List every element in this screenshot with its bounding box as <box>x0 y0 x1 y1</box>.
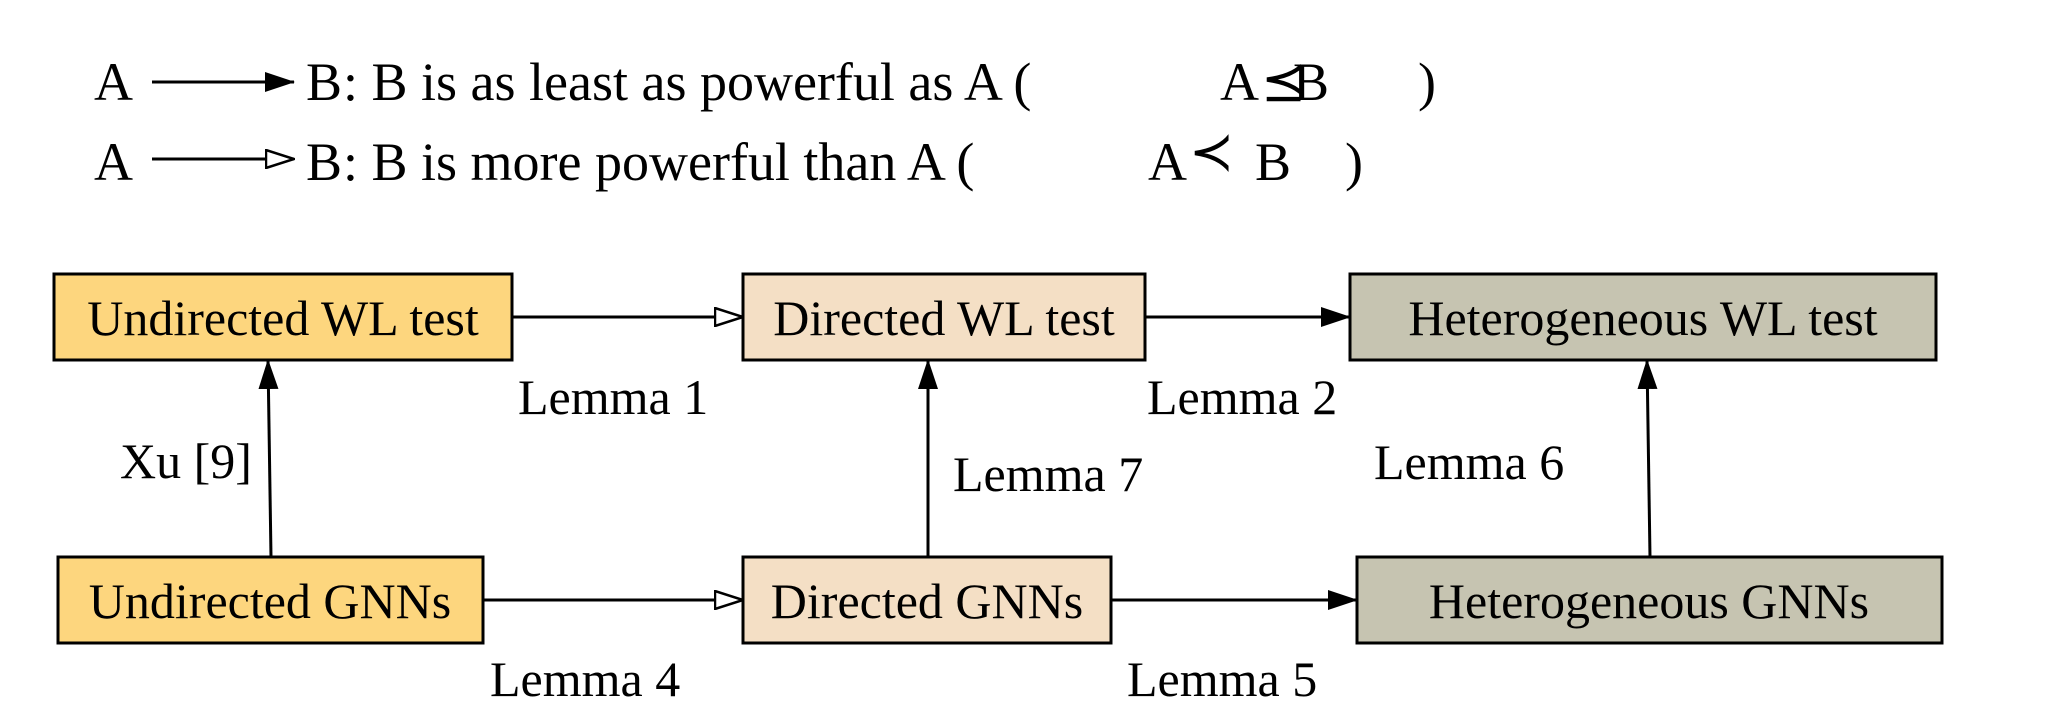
edge-label-lemma6: Lemma 6 <box>1374 434 1564 490</box>
legend-line1-math-rel: ⪯ <box>1261 52 1306 112</box>
legend-line1-math-a: A <box>1220 52 1259 112</box>
edge-label-lemma4: Lemma 4 <box>490 651 680 707</box>
node-undirected-wl-box <box>52 272 514 362</box>
legend: A B : B is as least as powerful as A ( A… <box>94 52 1436 192</box>
edge-hetero-gnn-to-wl <box>1637 359 1658 558</box>
node-undirected-wl: Undirected WL test <box>52 272 514 362</box>
edge-label-lemma2: Lemma 2 <box>1147 369 1337 425</box>
node-undirected-gnn: Undirected GNNs <box>56 555 485 645</box>
node-hetero-wl: Heterogeneous WL test <box>1348 272 1938 362</box>
node-hetero-wl-box <box>1348 272 1938 362</box>
edge-label-lemma5: Lemma 5 <box>1127 651 1317 707</box>
edge-label-xu: Xu [9] <box>120 433 252 489</box>
node-directed-gnn-label: Directed GNNs <box>771 573 1083 629</box>
legend-line2-math-b: B <box>1255 132 1291 192</box>
node-hetero-wl-label: Heterogeneous WL test <box>1408 290 1877 346</box>
edge-label-lemma7: Lemma 7 <box>953 446 1143 502</box>
legend-line2-math-a: A <box>1148 132 1187 192</box>
edge-label-lemma1: Lemma 1 <box>518 369 708 425</box>
node-undirected-gnn-label: Undirected GNNs <box>89 573 451 629</box>
node-directed-wl: Directed WL test <box>741 272 1147 362</box>
legend-line1-text: : B is as least as powerful as A ( <box>343 52 1031 112</box>
legend-line1-from: A <box>94 52 133 112</box>
edge-undirected-gnn-to-wl <box>258 359 279 558</box>
legend-line1-to: B <box>306 52 342 112</box>
node-directed-wl-label: Directed WL test <box>773 290 1115 346</box>
legend-line1-math-b: B <box>1293 52 1329 112</box>
node-hetero-gnn: Heterogeneous GNNs <box>1355 555 1944 645</box>
legend-line2-close: ) <box>1345 132 1363 192</box>
legend-line2-to: B <box>306 132 342 192</box>
node-hetero-gnn-label: Heterogeneous GNNs <box>1429 573 1869 629</box>
node-undirected-wl-label: Undirected WL test <box>87 290 479 346</box>
legend-line2-text: : B is more powerful than A ( <box>343 132 974 192</box>
node-directed-gnn: Directed GNNs <box>741 555 1113 645</box>
legend-line2-math-rel: ≺ <box>1189 122 1234 182</box>
legend-line1-close: ) <box>1418 52 1436 112</box>
legend-line2-from: A <box>94 132 133 192</box>
